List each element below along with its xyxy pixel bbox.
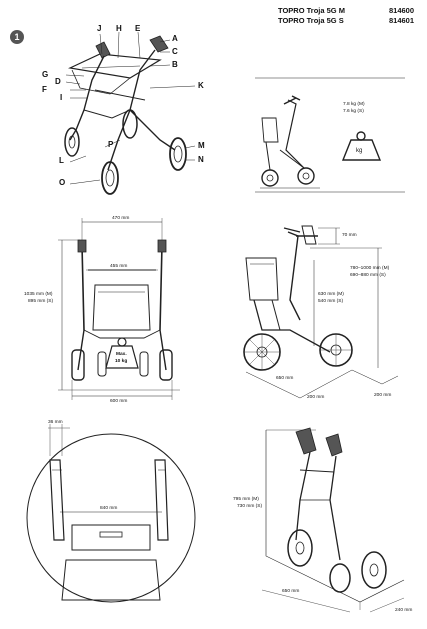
weight-m: 7.8 kg (M) bbox=[343, 102, 365, 107]
dim-handle-height-s: 690–880 mm (S) bbox=[350, 273, 386, 278]
part-label-h: H bbox=[116, 24, 122, 33]
part-label-p: P bbox=[108, 140, 114, 149]
model-name-s: TOPRO Troja 5G S bbox=[278, 16, 344, 25]
dim-handle-width: 470 mm bbox=[112, 216, 130, 221]
part-label-l: L bbox=[59, 156, 64, 165]
weight-s: 7.6 kg (S) bbox=[343, 109, 364, 114]
dim-depth-a: 200 mm bbox=[307, 395, 325, 400]
part-label-d: D bbox=[55, 77, 61, 86]
dim-base-width: 600 mm bbox=[110, 399, 128, 404]
dim-grip-width: 36 mm bbox=[48, 420, 63, 425]
dim-seat-height-m: 630 mm (M) bbox=[318, 292, 344, 297]
part-label-e: E bbox=[135, 24, 141, 33]
part-label-c: C bbox=[172, 47, 178, 56]
dim-folded-length: 650 mm bbox=[282, 589, 300, 594]
max-load-label: Max. bbox=[116, 352, 127, 357]
dim-handle-offset: 70 mm bbox=[342, 233, 357, 238]
part-label-b: B bbox=[172, 60, 178, 69]
part-label-g: G bbox=[42, 70, 49, 79]
article-code-s: 814601 bbox=[389, 16, 415, 25]
model-name-m: TOPRO Troja 5G M bbox=[278, 6, 345, 15]
dim-handle-height-m: 780–1000 mm (M) bbox=[350, 266, 390, 271]
dim-height-s: 895 mm (S) bbox=[28, 299, 54, 304]
weight-icon-kg: kg bbox=[356, 148, 363, 154]
dim-folded-width: 240 mm bbox=[395, 608, 413, 613]
part-label-n: N bbox=[198, 155, 204, 164]
dim-inner-width: 455 mm bbox=[110, 264, 128, 269]
part-label-k: K bbox=[198, 81, 204, 90]
article-code-m: 814600 bbox=[389, 6, 415, 15]
part-label-i: I bbox=[60, 93, 63, 102]
part-label-j: J bbox=[97, 24, 102, 33]
dim-folded-height-s: 730 mm (S) bbox=[237, 504, 263, 509]
dim-top-width: 840 mm bbox=[100, 506, 118, 511]
figure-number-badge: 1 bbox=[10, 30, 24, 44]
dim-folded-height-m: 795 mm (M) bbox=[233, 497, 259, 502]
rollator-labeled-illustration bbox=[64, 31, 196, 195]
part-label-a: A bbox=[172, 34, 178, 43]
part-label-m: M bbox=[198, 141, 205, 150]
front-view-drawing bbox=[58, 218, 180, 400]
weight-panel bbox=[255, 77, 405, 193]
dim-depth-b: 200 mm bbox=[374, 393, 392, 398]
folded-view-drawing bbox=[261, 427, 405, 613]
top-view-drawing bbox=[26, 424, 196, 603]
part-label-o: O bbox=[59, 178, 66, 187]
part-label-f: F bbox=[42, 85, 47, 94]
max-load-value: 10 kg bbox=[115, 359, 128, 364]
dim-height-m: 1035 mm (M) bbox=[24, 292, 53, 297]
dim-seat-height-s: 540 mm (S) bbox=[318, 299, 344, 304]
side-view-drawing bbox=[243, 225, 399, 399]
dim-length: 650 mm bbox=[276, 376, 294, 381]
